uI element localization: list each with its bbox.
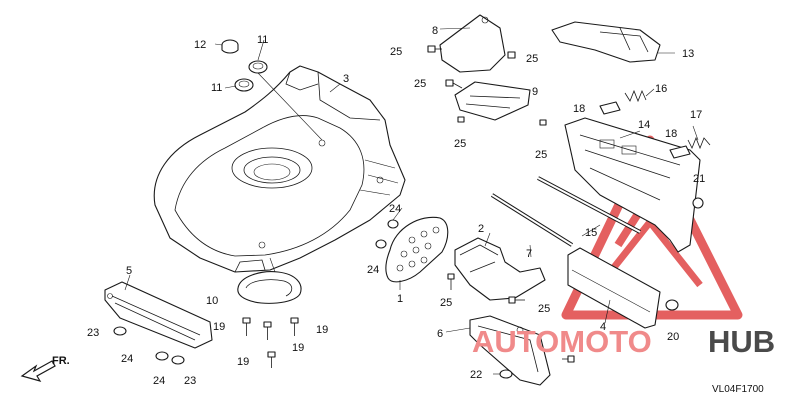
callout-25-a: 25 (390, 46, 402, 58)
callout-4: 4 (600, 321, 606, 333)
bracket-2 (454, 237, 546, 301)
callout-16: 16 (655, 83, 667, 95)
handle-bracket-13 (551, 21, 661, 63)
callout-24-d: 24 (367, 264, 379, 276)
callout-1: 1 (397, 293, 403, 305)
screw-25-lower (508, 296, 525, 304)
cap-12 (221, 39, 239, 54)
callout-9: 9 (532, 86, 538, 98)
callout-25-b: 25 (526, 53, 538, 65)
callout-25-c: 25 (414, 78, 426, 90)
mower-deck (153, 65, 406, 273)
clip-18a (599, 101, 621, 115)
callout-2: 2 (478, 223, 484, 235)
callout-18-left: 18 (573, 103, 585, 115)
callout-24-c: 24 (389, 203, 401, 215)
callout-10: 10 (206, 295, 218, 307)
rod-7 (490, 193, 574, 247)
grommet-11-upper (248, 60, 268, 74)
baffle-10 (237, 271, 302, 304)
plate-1 (385, 216, 449, 283)
callout-6: 6 (437, 328, 443, 340)
nut-21 (692, 197, 704, 209)
callout-19-c: 19 (292, 342, 304, 354)
rear-plate-6 (469, 315, 551, 386)
screws-25-cover (427, 45, 516, 59)
leader-11 (257, 72, 323, 141)
callout-labels: 1 2 3 4 5 6 7 8 9 10 11 11 12 13 14 15 1… (87, 25, 705, 387)
callout-24-b: 24 (153, 375, 165, 387)
callout-15: 15 (585, 227, 597, 239)
screw-25-bracket (447, 273, 455, 290)
spring-17 (687, 136, 711, 150)
callout-7: 7 (526, 248, 532, 260)
screw-25-bottom (562, 355, 575, 363)
diagram-code: VL04F1700 (712, 384, 764, 395)
callout-23-bottom: 23 (184, 375, 196, 387)
rear-guard-14 (564, 117, 701, 253)
rod-15 (537, 176, 641, 234)
watermark-right: HUB (708, 324, 775, 359)
callout-21: 21 (693, 173, 705, 185)
nut-22 (499, 369, 513, 379)
flap-4 (567, 247, 661, 329)
callout-13: 13 (682, 48, 694, 60)
callout-11-lower: 11 (211, 82, 222, 94)
bolts-19 (242, 317, 299, 368)
nuts-24-left (113, 326, 185, 365)
callout-23-left: 23 (87, 327, 99, 339)
callout-19-d: 19 (237, 356, 249, 368)
clip-18b (669, 145, 691, 159)
spring-16 (624, 89, 647, 103)
callout-18-right: 18 (665, 128, 677, 140)
callout-19-b: 19 (316, 324, 328, 336)
callout-20: 20 (667, 331, 679, 343)
callout-24-a: 24 (121, 353, 133, 365)
callout-3: 3 (343, 73, 349, 85)
leader-lines (124, 27, 699, 375)
front-arrow-icon (20, 360, 56, 382)
callout-25-g: 25 (538, 303, 550, 315)
nuts-24-plate (375, 219, 399, 249)
cover-8 (439, 14, 506, 73)
callout-12: 12 (194, 39, 206, 51)
callout-11-upper: 11 (257, 34, 268, 46)
callout-19-a: 19 (213, 321, 225, 333)
callout-8: 8 (432, 25, 438, 37)
plate-9 (454, 81, 531, 121)
callout-17: 17 (690, 109, 702, 121)
callout-5: 5 (126, 265, 132, 277)
screws-25-plate (445, 79, 547, 126)
callout-25-d: 25 (454, 138, 466, 150)
front-indicator: FR. (52, 355, 70, 367)
callout-14: 14 (638, 119, 650, 131)
grommet-11-lower (234, 78, 254, 92)
watermark-text: AUTOMOTO HUB (472, 324, 775, 359)
nut-20 (665, 299, 679, 311)
callout-25-e: 25 (535, 149, 547, 161)
watermark-left: AUTOMOTO (472, 324, 652, 359)
callout-25-f: 25 (440, 297, 452, 309)
callout-22: 22 (470, 369, 482, 381)
leader-10 (269, 257, 276, 273)
front-bar-5 (104, 281, 213, 349)
